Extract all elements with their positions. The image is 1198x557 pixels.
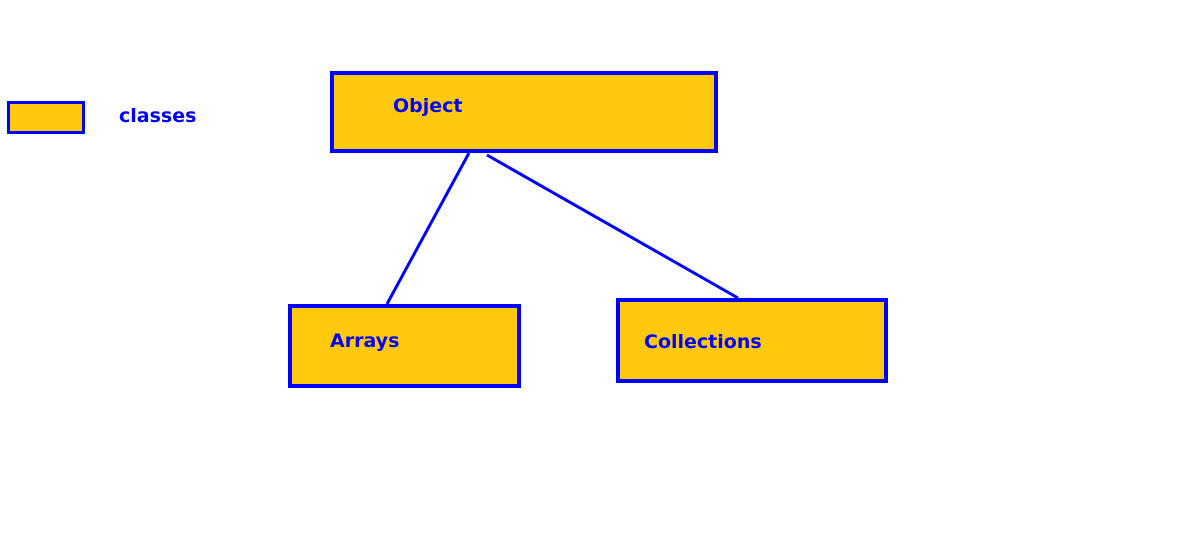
node-object-label: Object bbox=[393, 95, 463, 117]
node-arrays bbox=[288, 304, 521, 388]
edge-object-arrays bbox=[385, 152, 471, 305]
node-arrays-label: Arrays bbox=[330, 330, 400, 352]
legend-swatch bbox=[7, 101, 85, 134]
node-object bbox=[330, 71, 718, 153]
legend-label: classes bbox=[119, 105, 197, 127]
edge-object-collections bbox=[486, 153, 739, 300]
node-collections-label: Collections bbox=[644, 331, 762, 353]
node-collections bbox=[616, 298, 888, 383]
